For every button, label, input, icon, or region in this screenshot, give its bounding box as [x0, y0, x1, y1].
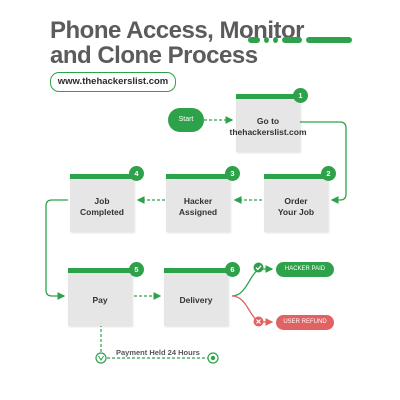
check-icon	[253, 262, 264, 273]
step-6-badge: 6	[225, 262, 240, 277]
decorative-dashes	[248, 37, 352, 43]
step-1-badge: 1	[293, 88, 308, 103]
payment-end-marker	[207, 352, 219, 364]
x-icon	[253, 316, 264, 327]
step-3-label: Hacker Assigned	[178, 195, 218, 217]
hacker-paid-pill: HACKER PAID	[276, 262, 334, 277]
step-4-label: Job Completed	[80, 195, 124, 217]
step-3-badge: 3	[225, 166, 240, 181]
step-6-label: Delivery	[179, 295, 213, 305]
title-line-2: and Clone Process	[50, 42, 258, 69]
step-2-badge: 2	[321, 166, 336, 181]
page-title: Phone Access, Monitor and Clone Process	[50, 18, 310, 68]
step-5-label: Pay	[92, 295, 108, 305]
website-url: www.thehackerslist.com	[50, 72, 176, 92]
step-4-box: Job Completed	[70, 174, 134, 232]
payment-held-label: Payment Held 24 Hours	[116, 348, 200, 357]
step-3-box: Hacker Assigned	[166, 174, 230, 232]
step-5-badge: 5	[129, 262, 144, 277]
title-line-1: Phone Access, Monitor	[50, 17, 305, 44]
step-1-label: Go to thehackerslist.com	[229, 115, 307, 137]
step-2-label: Order Your Job	[277, 195, 315, 217]
user-refund-pill: USER REFUND	[276, 315, 334, 330]
step-4-badge: 4	[129, 166, 144, 181]
step-5-box: Pay	[68, 268, 132, 326]
payment-start-marker	[95, 352, 107, 364]
step-1-box: Go to thehackerslist.com	[230, 94, 307, 152]
step-2-box: Order Your Job	[264, 174, 328, 232]
start-node: Start	[168, 108, 204, 132]
step-6-box: Delivery	[164, 268, 228, 326]
